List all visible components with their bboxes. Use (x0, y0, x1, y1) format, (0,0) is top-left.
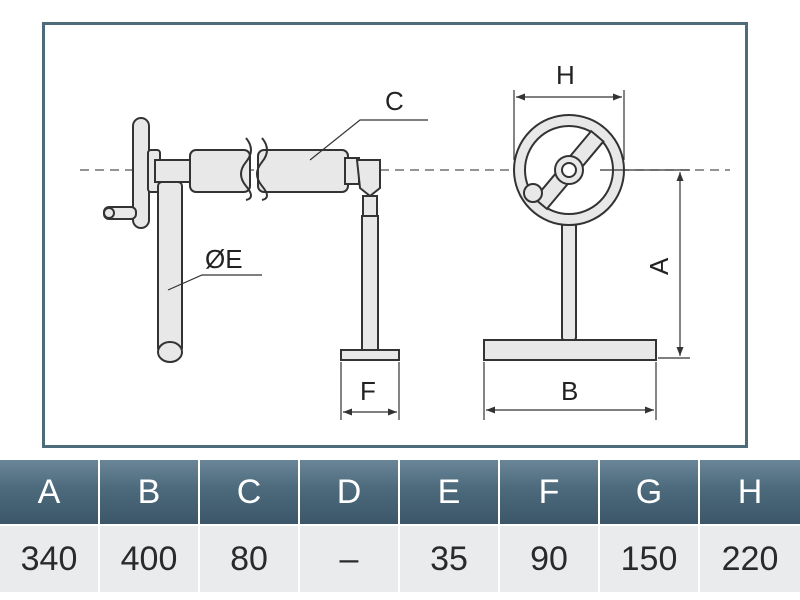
base-plate-small (340, 349, 400, 361)
leader-c (309, 119, 428, 161)
dimension-a (600, 169, 690, 359)
label-h: H (556, 60, 575, 90)
break-marks (240, 137, 268, 201)
value-e: 35 (400, 524, 500, 592)
roller-tube-left (189, 149, 251, 193)
technical-drawing: C ØE F (80, 60, 730, 420)
label-e: ØE (205, 244, 243, 274)
value-c: 80 (200, 524, 300, 592)
support-post (361, 215, 379, 351)
tee-joint-left (154, 159, 191, 183)
header-d: D (300, 460, 400, 524)
header-e: E (400, 460, 500, 524)
value-f: 90 (500, 524, 600, 592)
header-g: G (600, 460, 700, 524)
label-f: F (360, 376, 376, 406)
dimensions-table: A B C D E F G H 340 400 80 – 35 90 150 2… (0, 460, 800, 592)
label-a: A (644, 257, 674, 275)
value-g: 150 (600, 524, 700, 592)
dimension-b (483, 362, 657, 420)
value-d: – (300, 524, 400, 592)
leg-tube (157, 181, 183, 353)
header-b: B (100, 460, 200, 524)
table-row: 340 400 80 – 35 90 150 220 (0, 524, 800, 592)
leader-e (167, 274, 262, 291)
value-b: 400 (100, 524, 200, 592)
base-beam (483, 339, 657, 361)
elbow-right (355, 159, 381, 198)
header-a: A (0, 460, 100, 524)
label-c: C (385, 86, 404, 116)
value-a: 340 (0, 524, 100, 592)
dimension-f (340, 362, 400, 420)
value-h: 220 (700, 524, 800, 592)
roller-tube-right (257, 149, 349, 193)
drawing-frame: C ØE F (42, 22, 748, 448)
side-view (103, 117, 400, 363)
dimension-h (513, 90, 625, 160)
label-b: B (561, 376, 578, 406)
header-f: F (500, 460, 600, 524)
table-header-row: A B C D E F G H (0, 460, 800, 524)
header-h: H (700, 460, 800, 524)
header-c: C (200, 460, 300, 524)
front-view (483, 114, 657, 361)
